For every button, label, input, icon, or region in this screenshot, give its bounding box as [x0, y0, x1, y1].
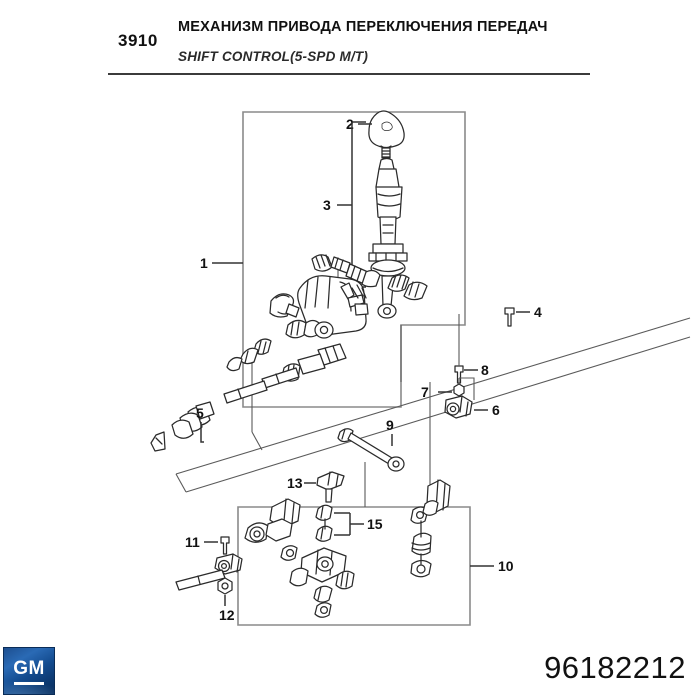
callout-label-4: 4 — [534, 304, 542, 320]
callout-label-8: 8 — [481, 362, 489, 378]
clip-13 — [316, 471, 345, 491]
page-title-english: SHIFT CONTROL(5-SPD M/T) — [178, 49, 369, 64]
callout-label-13: 13 — [287, 475, 303, 491]
shift-rod — [261, 367, 300, 389]
bolt-8 — [454, 365, 464, 384]
callout-label-10: 10 — [498, 558, 514, 574]
diagram-footer: GM 96182212 — [0, 642, 700, 700]
shift-lever-assembly — [368, 110, 408, 319]
group-number: 3910 — [118, 31, 158, 50]
gm-wordmark: GM — [13, 658, 45, 679]
lower-left-linkage: 12 — [175, 553, 243, 623]
callout-11: 11 — [185, 534, 230, 555]
nut-12 — [217, 577, 233, 595]
shift-knob — [368, 110, 405, 149]
callout-label-2: 2 — [346, 116, 354, 132]
callout-9: 9 — [337, 417, 405, 472]
callout-8: 8 — [454, 362, 489, 384]
diagram-header: 3910 МЕХАНИЗМ ПРИВОДА ПЕРЕКЛЮЧЕНИЯ ПЕРЕД… — [0, 0, 700, 82]
assembly-frame-lower — [237, 506, 471, 626]
callout-label-7: 7 — [421, 384, 429, 400]
callout-label-12: 12 — [219, 607, 235, 623]
callout-label-9: 9 — [386, 417, 394, 433]
callout-15: 15 — [334, 512, 383, 536]
callout-13: 13 — [287, 471, 345, 503]
callout-label-11: 11 — [185, 534, 200, 550]
callout-2: 2 — [346, 116, 372, 132]
callout-label-15: 15 — [367, 516, 383, 532]
assembly-frame-upper — [242, 111, 466, 408]
callout-6: 6 — [444, 314, 500, 419]
callout-1: 1 — [200, 255, 243, 271]
part-number: 96182212 — [544, 650, 686, 685]
nut-7 — [453, 383, 465, 397]
callout-3: 3 — [323, 121, 366, 288]
page-title-russian: МЕХАНИЗМ ПРИВОДА ПЕРЕКЛЮЧЕНИЯ ПЕРЕДАЧ — [178, 19, 548, 35]
callout-label-6: 6 — [492, 402, 500, 418]
callout-5: 5 — [196, 405, 204, 443]
callout-label-5: 5 — [196, 405, 204, 421]
header-divider — [108, 73, 590, 75]
lower-assembly-components — [244, 479, 451, 618]
gm-logo-underline — [14, 682, 44, 685]
assembly-guide-lines — [175, 258, 691, 507]
shift-linkage-components — [150, 254, 428, 452]
callout-label-1: 1 — [200, 255, 208, 271]
bolt-4 — [504, 307, 515, 327]
callout-10: 10 — [470, 558, 514, 574]
gm-logo: GM — [3, 647, 55, 695]
bolt-11 — [220, 536, 230, 555]
callout-label-3: 3 — [323, 197, 331, 213]
parts-diagram: 2 3 1 — [0, 82, 700, 642]
callout-4: 4 — [504, 304, 542, 327]
